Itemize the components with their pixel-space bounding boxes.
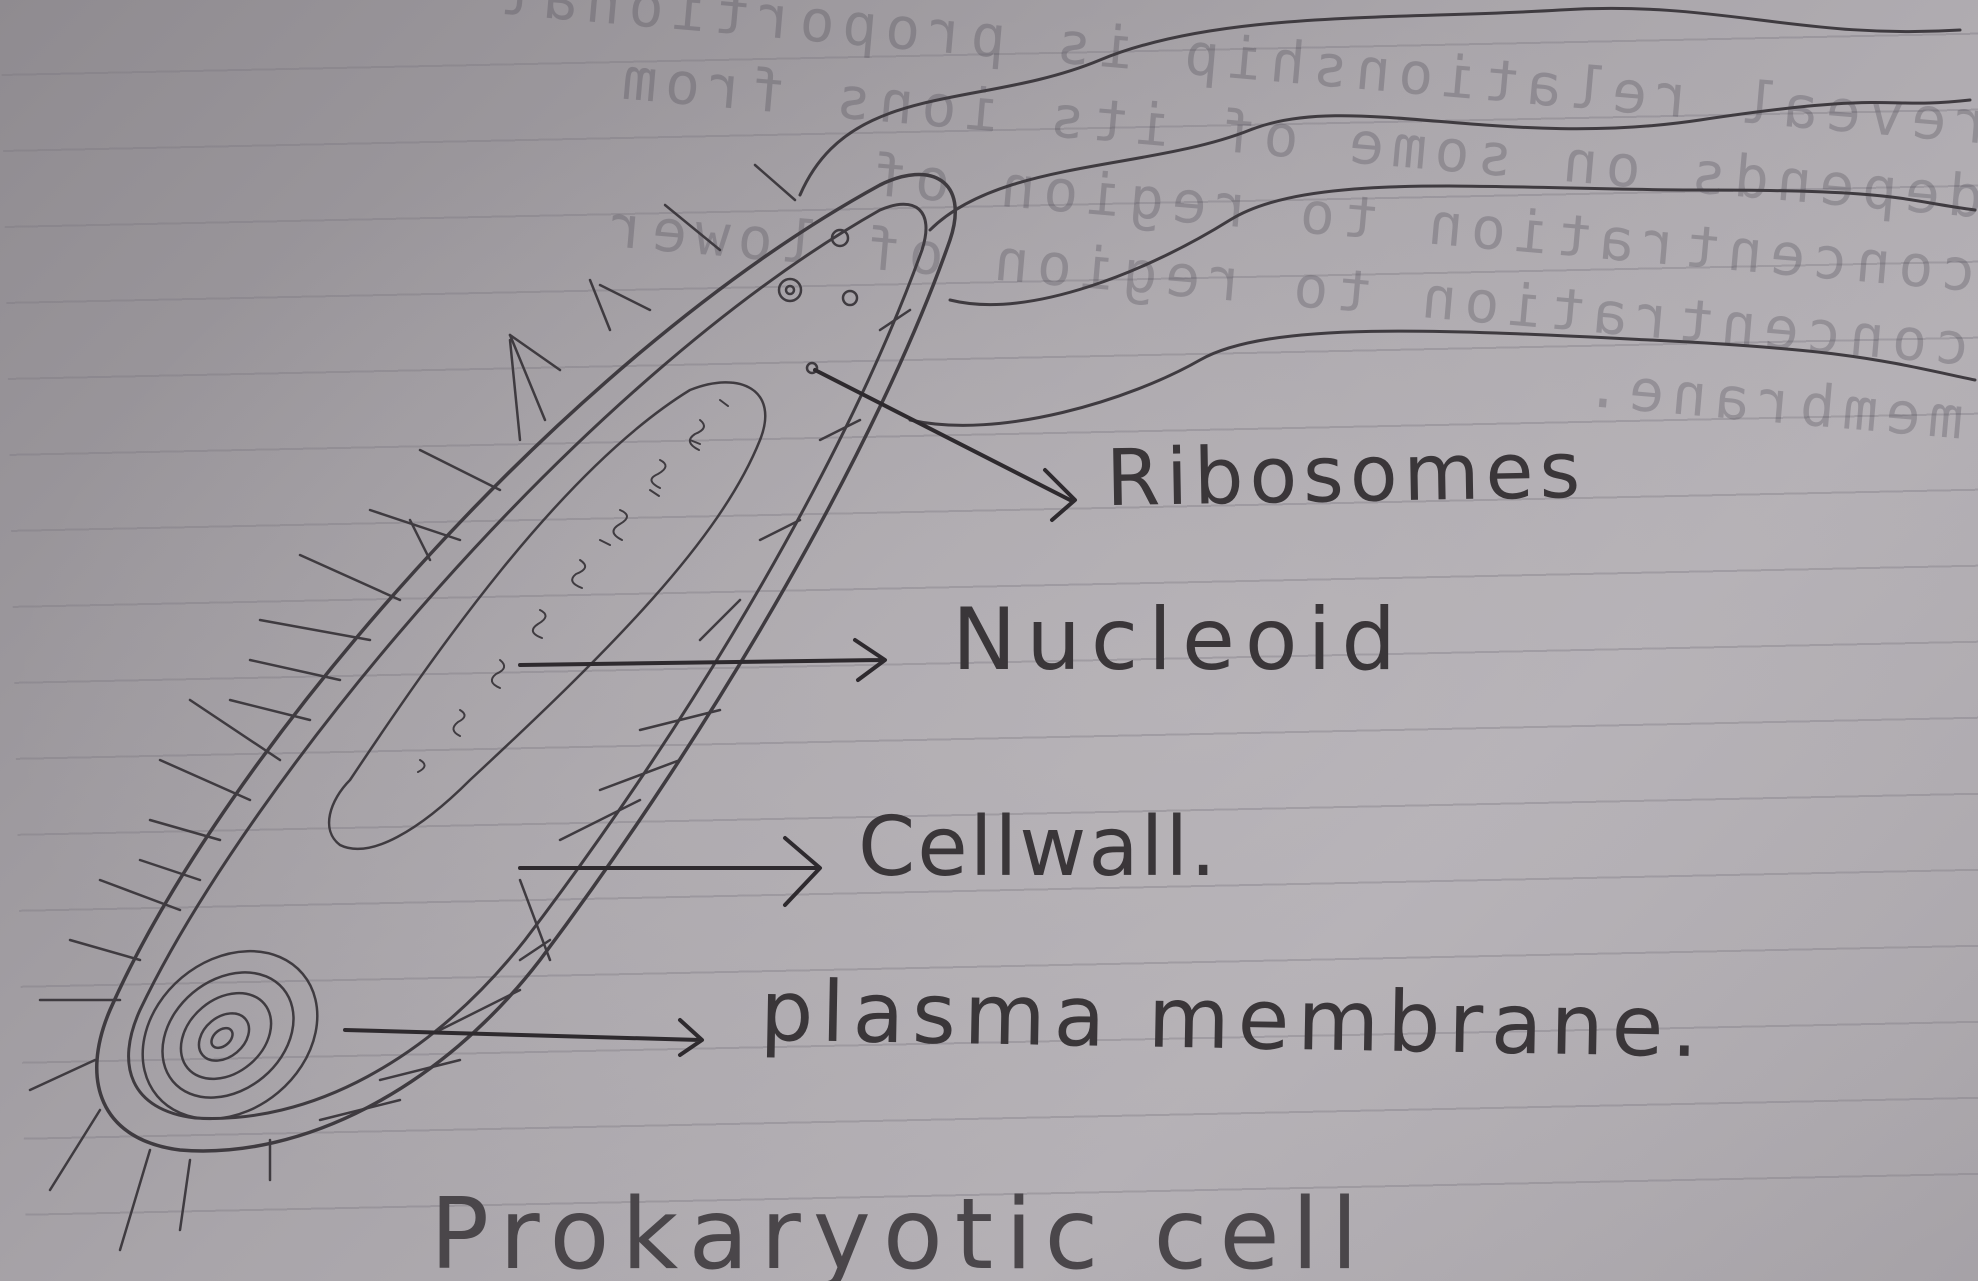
arrow-ribosomes — [815, 370, 1075, 520]
flagellum — [800, 8, 1960, 195]
label-ribosomes: Ribosomes — [1105, 426, 1587, 524]
pili — [30, 165, 910, 1250]
flagellum — [950, 186, 1975, 304]
diagram-title: Prokaryotic cell — [430, 1178, 1370, 1281]
nucleoid-outline — [329, 382, 765, 849]
label-cell-wall: Cellwall. — [858, 800, 1218, 895]
ribosome-dots — [779, 230, 857, 373]
flagellum — [930, 100, 1970, 230]
arrow-nucleoid — [520, 640, 885, 680]
label-nucleoid: Nucleoid — [952, 590, 1406, 690]
flagellum — [910, 331, 1975, 425]
label-plasma-membrane: plasma membrane. — [759, 962, 1707, 1076]
arrow-plasma-membrane — [345, 1020, 702, 1055]
arrow-cell-wall — [520, 838, 820, 905]
